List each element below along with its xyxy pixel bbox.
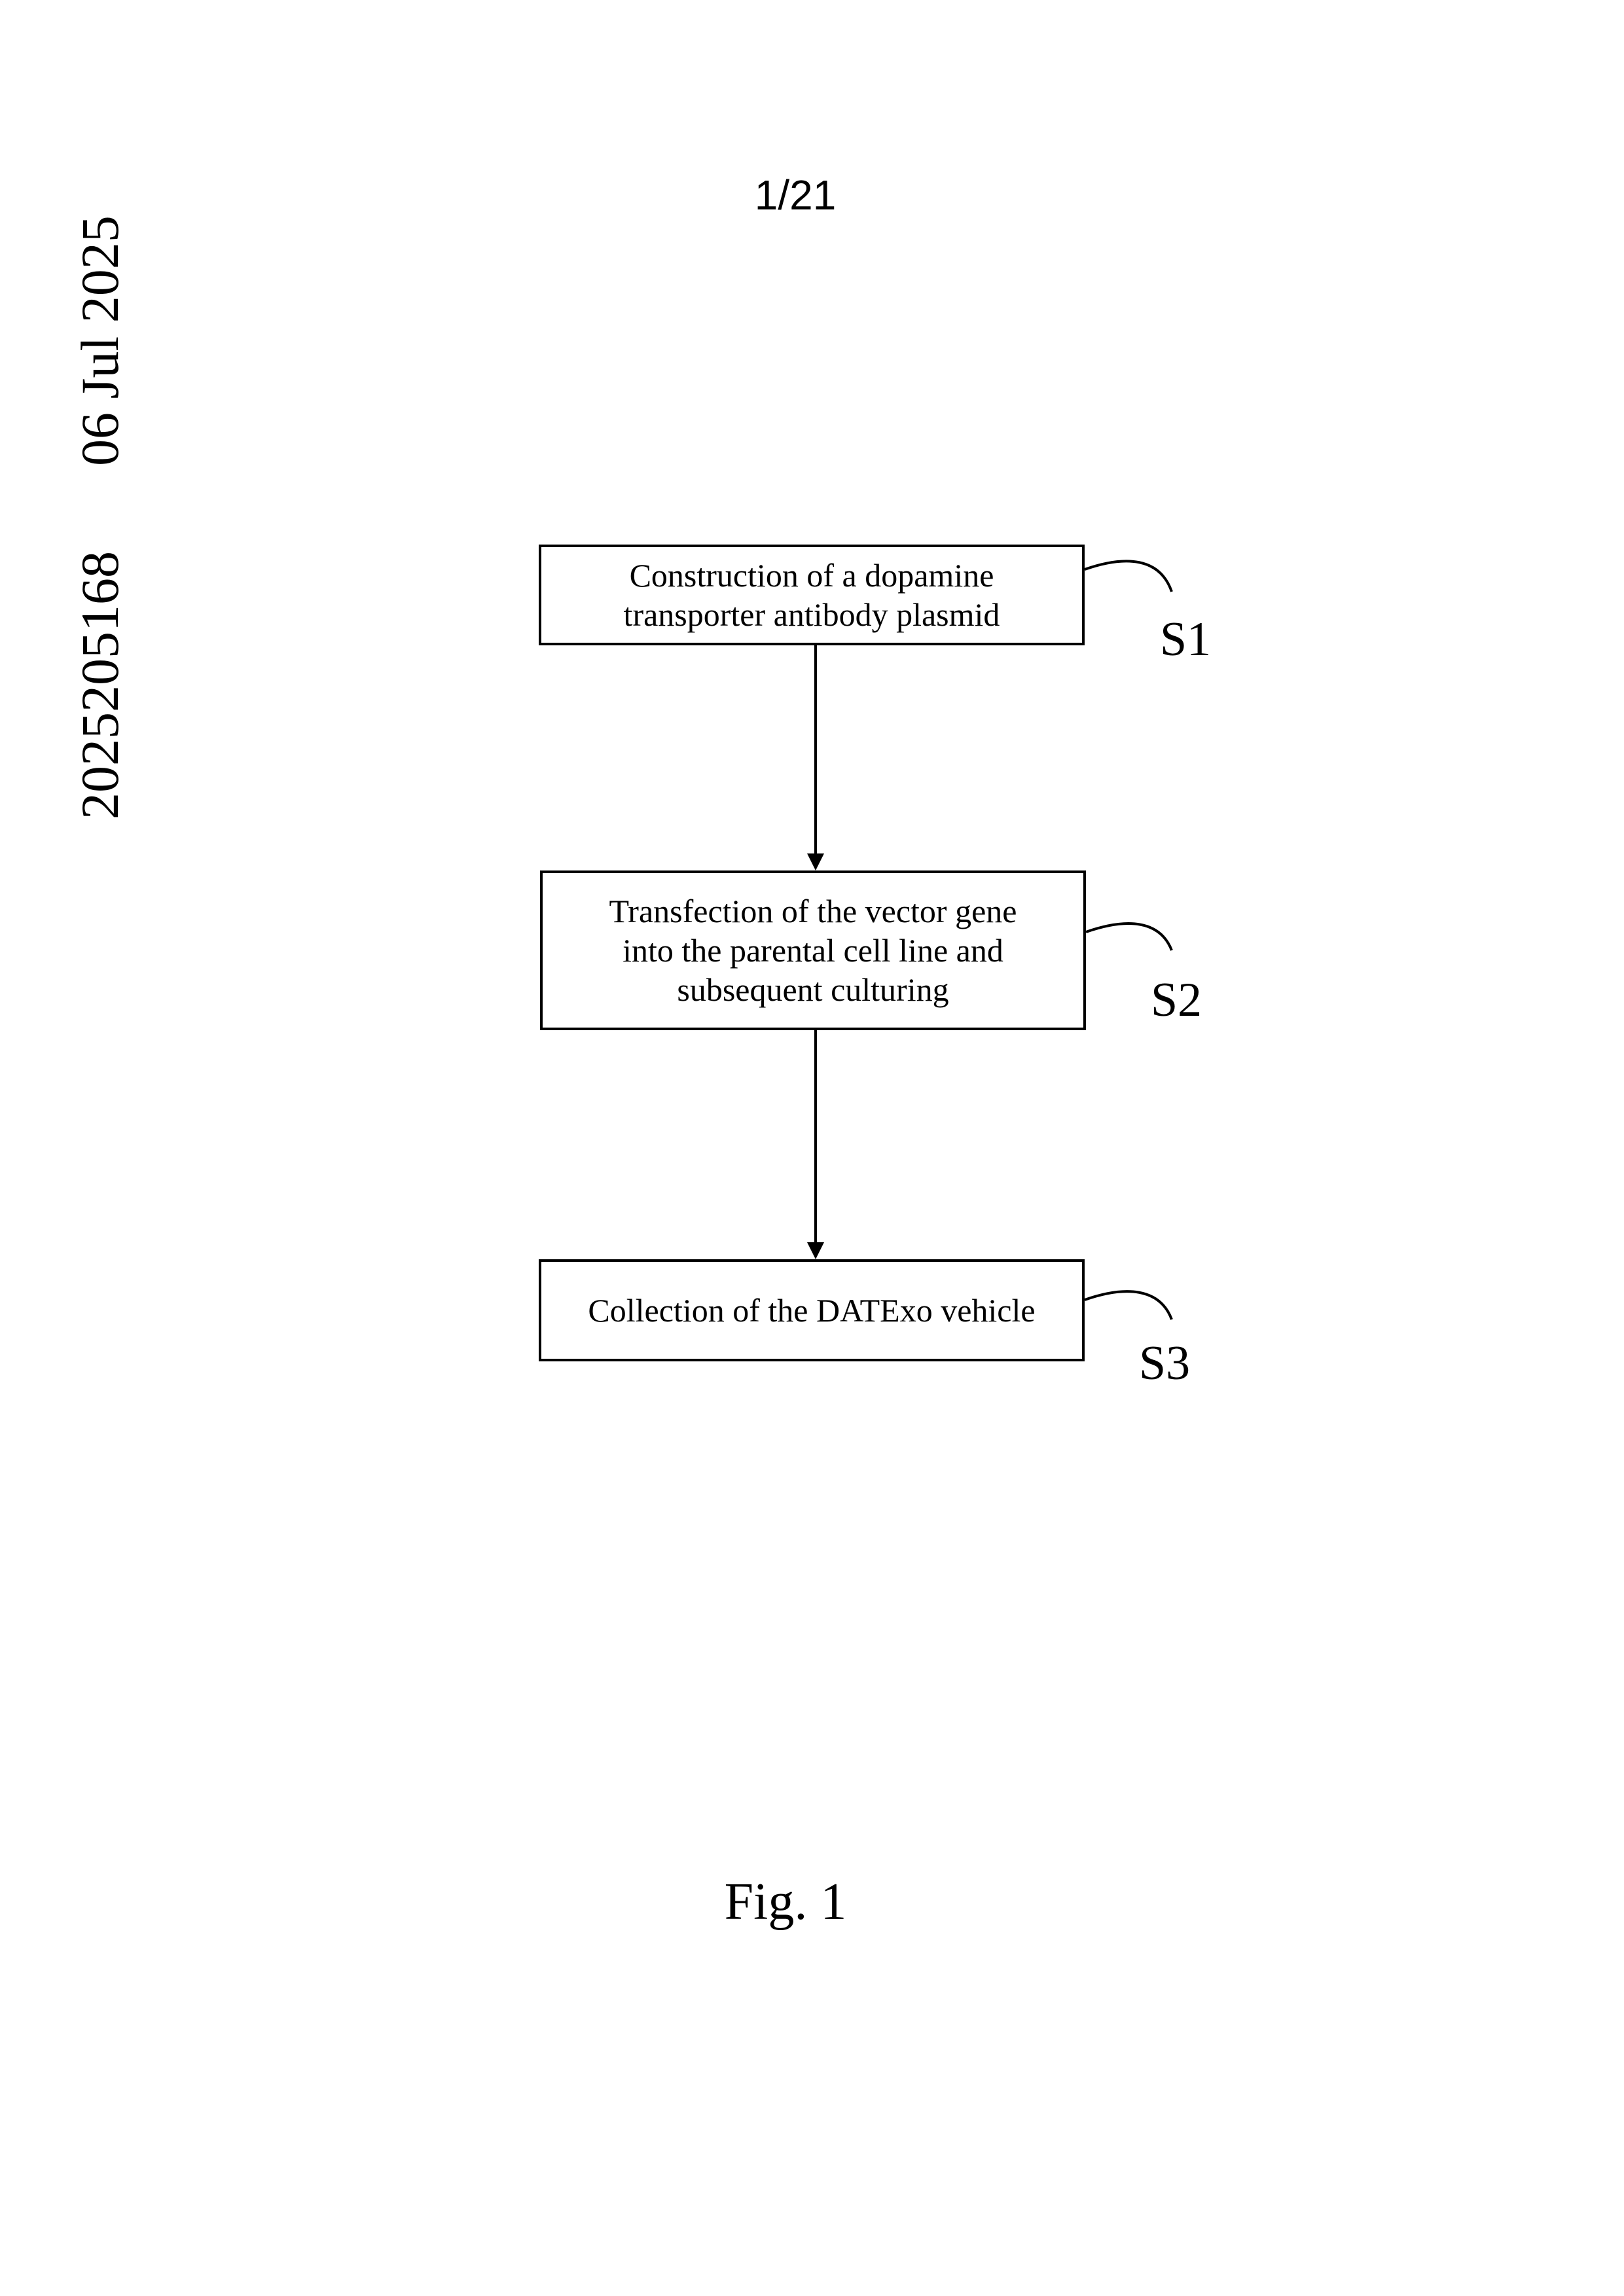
flow-step-s1-box: Construction of a dopamine transporter a… [539, 545, 1085, 645]
flow-step-s3-text: Collection of the DATExo vehicle [588, 1291, 1035, 1330]
arrow-s1-to-s2 [807, 645, 824, 870]
leader-curve-s3 [1085, 1291, 1172, 1319]
figure-caption: Fig. 1 [655, 1873, 916, 1931]
flow-step-s2-text: Transfection of the vector gene into the… [609, 891, 1017, 1009]
leader-curve-s2 [1086, 924, 1172, 950]
page-number: 1/21 [691, 169, 900, 221]
flow-step-s3-box: Collection of the DATExo vehicle [539, 1259, 1085, 1361]
step-label-s2: S2 [1151, 974, 1202, 1026]
side-application-number: 2025205168 [71, 551, 130, 819]
flow-step-s2-box: Transfection of the vector gene into the… [540, 870, 1086, 1030]
leader-curve-s1 [1085, 561, 1172, 592]
flow-step-s1-text: Construction of a dopamine transporter a… [624, 556, 1000, 634]
side-date: 06 Jul 2025 [71, 215, 130, 466]
step-label-s1: S1 [1160, 613, 1211, 666]
arrow-s2-to-s3 [807, 1030, 824, 1259]
step-label-s3: S3 [1139, 1337, 1190, 1390]
